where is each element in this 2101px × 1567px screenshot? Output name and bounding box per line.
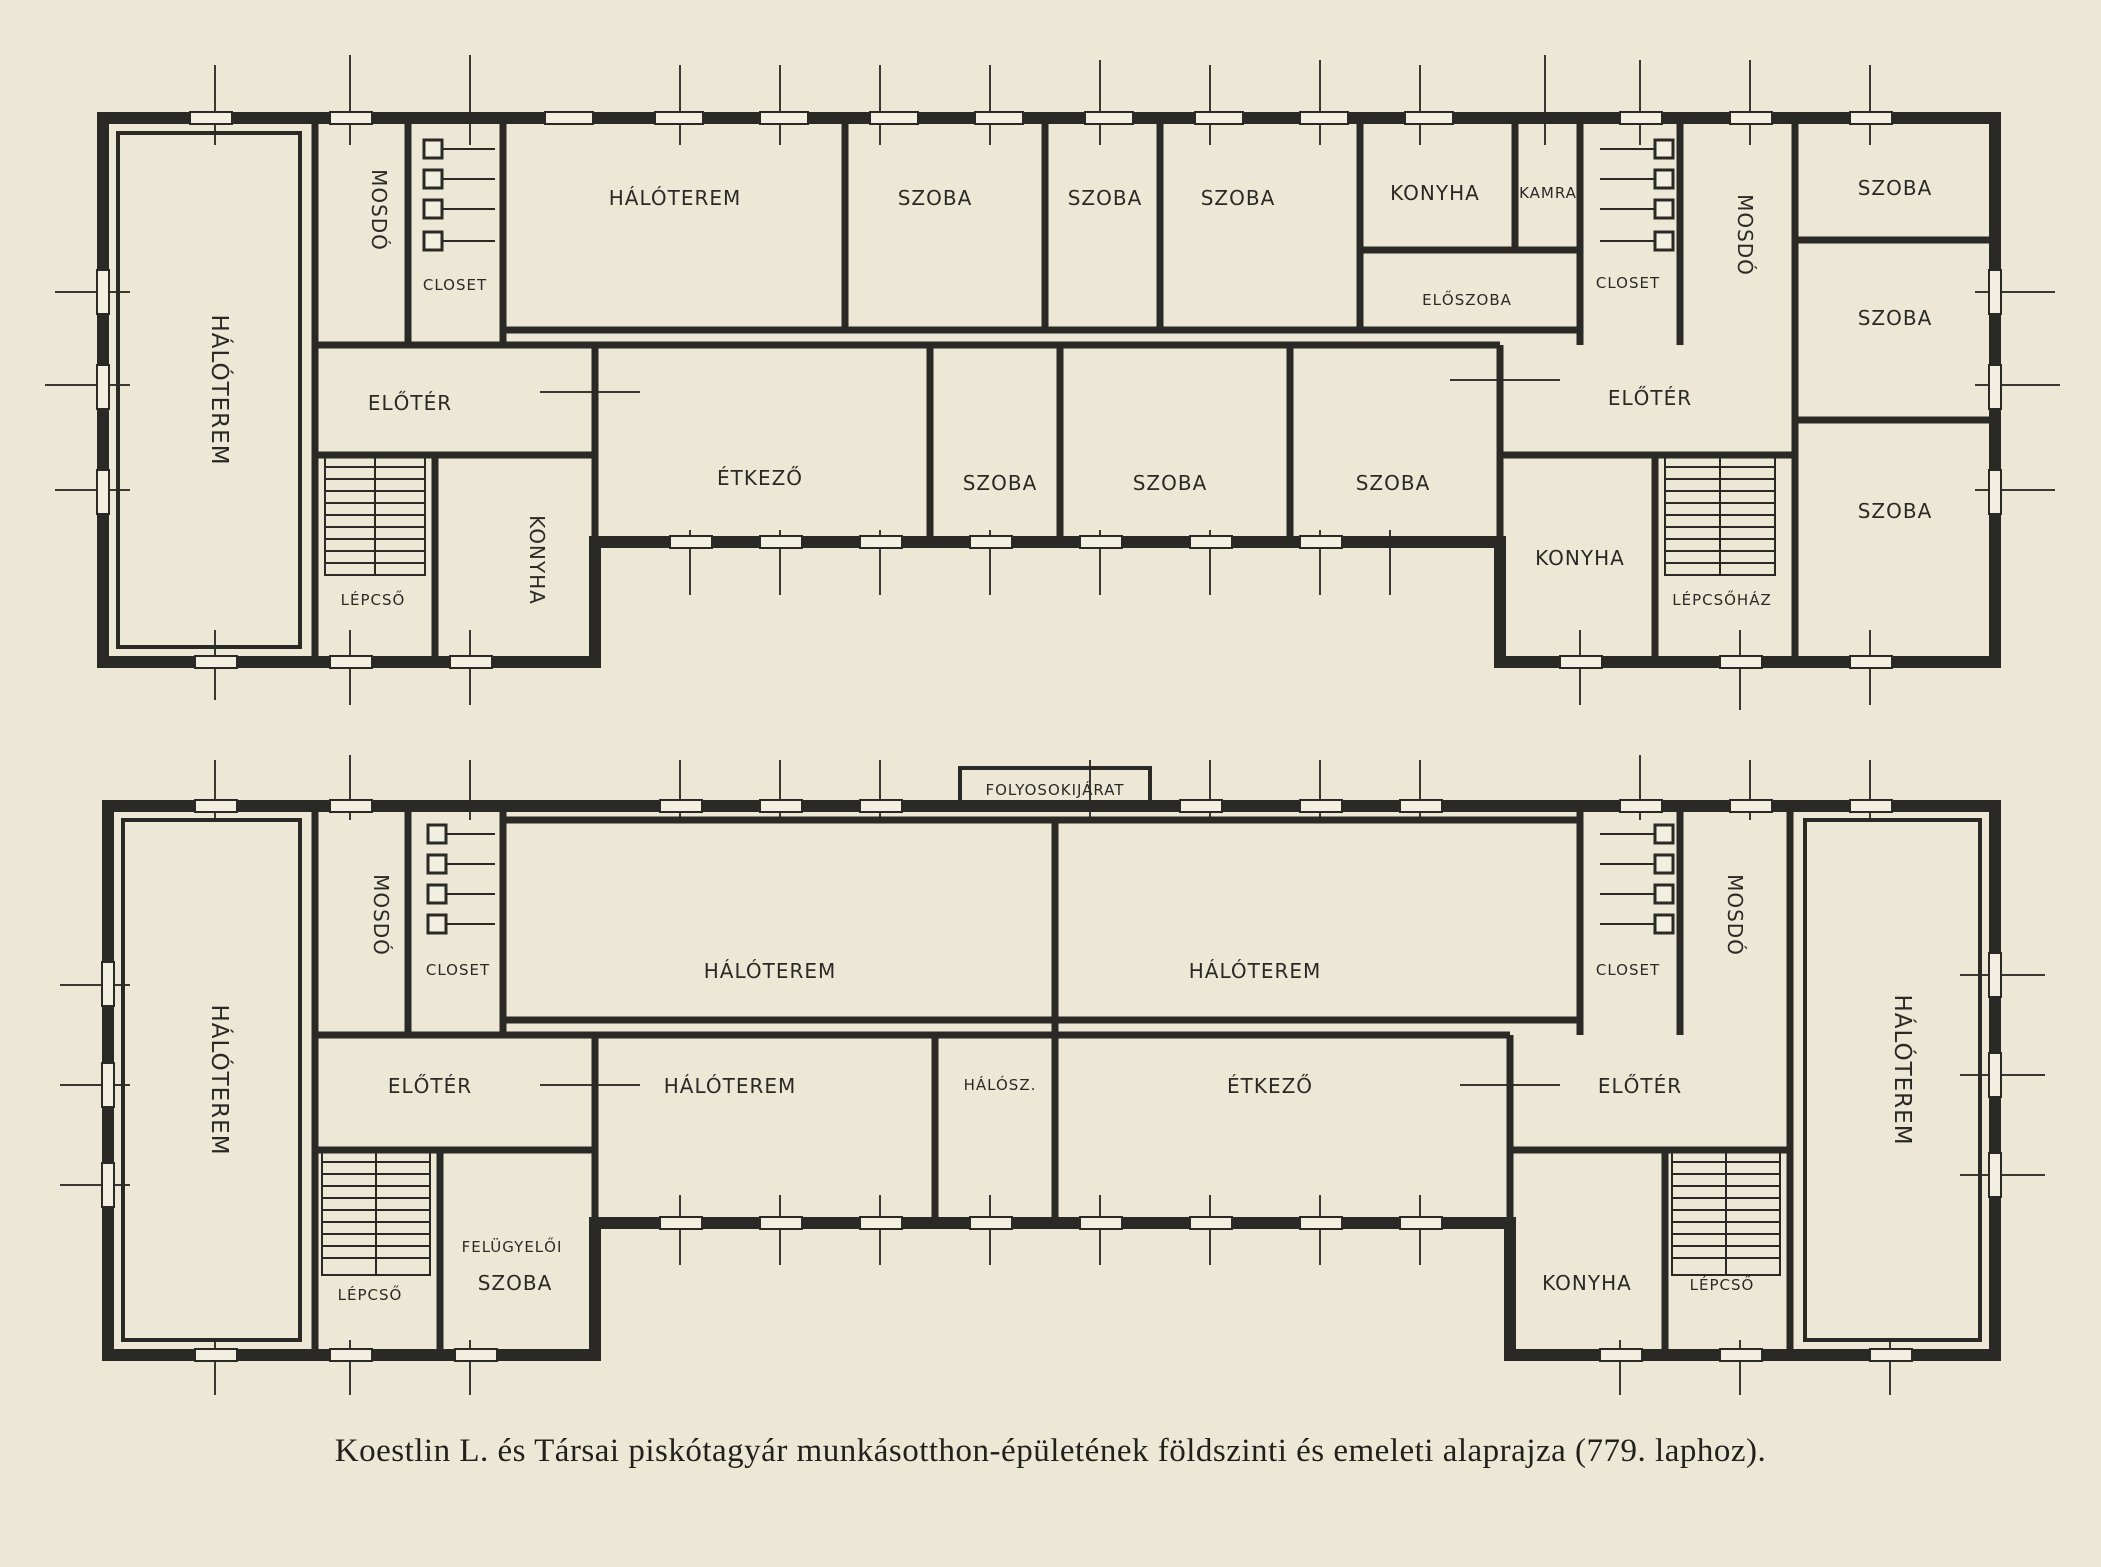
room-shell bbox=[1803, 818, 1982, 1342]
room-labels-lower: FOLYOSOKIJÁRAT HÁLÓTEREM MOSDÓ CLOSET HÁ… bbox=[206, 780, 1917, 1304]
room-eloter-right: ELŐTÉR bbox=[1598, 1074, 1682, 1098]
room-lepcso-left: LÉPCSŐ bbox=[341, 589, 406, 609]
closet-fixtures bbox=[422, 138, 1675, 252]
room-folyoso: FOLYOSOKIJÁRAT bbox=[985, 780, 1124, 799]
room-konyha-right: KONYHA bbox=[1535, 546, 1625, 570]
interior-walls bbox=[311, 118, 1995, 662]
room-haloterem-top: HÁLÓTEREM bbox=[609, 186, 742, 210]
room-eloter-left: ELŐTÉR bbox=[388, 1074, 472, 1098]
plan-upper-floor: HÁLÓTEREM MOSDÓ CLOSET HÁLÓTEREM SZOBA S… bbox=[45, 55, 2060, 710]
room-szoba-2: SZOBA bbox=[1068, 186, 1143, 210]
room-mosdo-right: MOSDÓ bbox=[1723, 874, 1747, 956]
room-konyha: KONYHA bbox=[1542, 1271, 1632, 1295]
room-szoba-c3: SZOBA bbox=[1356, 471, 1431, 495]
stairs bbox=[321, 1149, 1781, 1276]
room-shell bbox=[121, 818, 302, 1342]
room-eloter-right: ELŐTÉR bbox=[1608, 386, 1692, 410]
room-closet-right: CLOSET bbox=[1596, 961, 1660, 979]
room-felugyeloi: FELÜGYELŐI bbox=[462, 1236, 563, 1256]
room-lepcso-right: LÉPCSŐ bbox=[1690, 1274, 1755, 1294]
figure-caption: Koestlin L. és Társai piskótagyár munkás… bbox=[334, 1433, 1767, 1469]
room-haloterem-left: HÁLÓTEREM bbox=[206, 1004, 234, 1155]
room-eloter-left: ELŐTÉR bbox=[368, 391, 452, 415]
room-closet-right: CLOSET bbox=[1596, 274, 1660, 292]
room-shell bbox=[116, 131, 302, 649]
closet-fixtures bbox=[426, 823, 1675, 935]
room-lepcsohaz: LÉPCSŐHÁZ bbox=[1672, 589, 1772, 609]
room-closet-left: CLOSET bbox=[423, 276, 487, 294]
room-haloszoba: HÁLÓSZ. bbox=[964, 1075, 1037, 1094]
floor-plans: HÁLÓTEREM MOSDÓ CLOSET HÁLÓTEREM SZOBA S… bbox=[45, 55, 2060, 1395]
room-eloszoba: ELŐSZOBA bbox=[1422, 289, 1512, 309]
room-szoba-r2: SZOBA bbox=[1858, 306, 1933, 330]
room-etkezo: ÉTKEZŐ bbox=[1227, 1074, 1313, 1098]
room-haloterem-tl: HÁLÓTEREM bbox=[704, 959, 837, 983]
room-labels-upper: HÁLÓTEREM MOSDÓ CLOSET HÁLÓTEREM SZOBA S… bbox=[206, 169, 1933, 609]
room-haloterem-left: HÁLÓTEREM bbox=[206, 314, 234, 465]
room-szoba-c1: SZOBA bbox=[963, 471, 1038, 495]
room-closet-left: CLOSET bbox=[426, 961, 490, 979]
room-lepcso-left: LÉPCSŐ bbox=[338, 1284, 403, 1304]
room-szoba-3: SZOBA bbox=[1201, 186, 1276, 210]
room-konyha-top: KONYHA bbox=[1390, 181, 1480, 205]
windows bbox=[96, 111, 2002, 669]
room-haloterem-c: HÁLÓTEREM bbox=[664, 1074, 797, 1098]
room-etkezo: ÉTKEZŐ bbox=[717, 466, 803, 490]
room-szoba-1: SZOBA bbox=[898, 186, 973, 210]
room-szoba-r1: SZOBA bbox=[1858, 176, 1933, 200]
room-szoba-fel: SZOBA bbox=[478, 1271, 553, 1295]
room-szoba-c2: SZOBA bbox=[1133, 471, 1208, 495]
room-haloterem-right: HÁLÓTEREM bbox=[1889, 994, 1917, 1145]
windows bbox=[101, 799, 2002, 1362]
stairs bbox=[324, 454, 1776, 576]
room-mosdo-right: MOSDÓ bbox=[1733, 194, 1757, 276]
room-haloterem-tr: HÁLÓTEREM bbox=[1189, 959, 1322, 983]
room-mosdo-left: MOSDÓ bbox=[369, 874, 393, 956]
room-kamra: KAMRA bbox=[1519, 184, 1577, 202]
plan-ground-floor: FOLYOSOKIJÁRAT HÁLÓTEREM MOSDÓ CLOSET HÁ… bbox=[60, 755, 2045, 1395]
room-konyha-left: KONYHA bbox=[525, 515, 549, 605]
axis-lines bbox=[45, 55, 2060, 710]
interior-walls bbox=[311, 806, 1794, 1355]
room-mosdo-left: MOSDÓ bbox=[367, 169, 391, 251]
room-szoba-r3: SZOBA bbox=[1858, 499, 1933, 523]
